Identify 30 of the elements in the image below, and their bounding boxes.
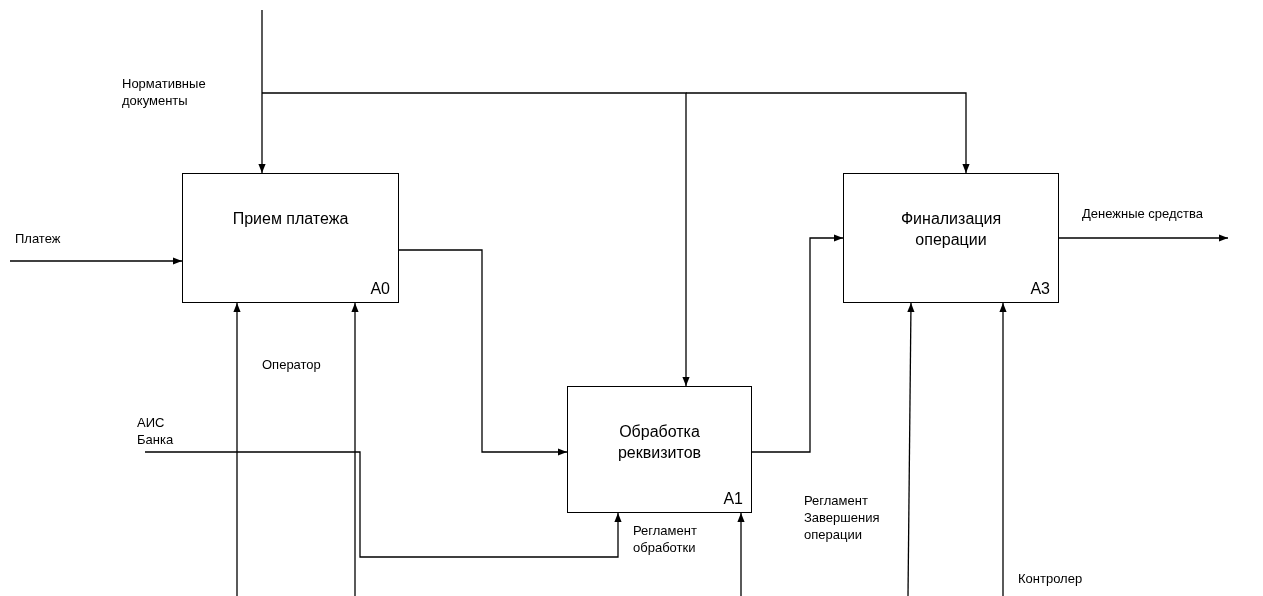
arrow bbox=[1058, 234, 1229, 242]
node-number: A0 bbox=[370, 280, 390, 298]
arrow bbox=[907, 302, 915, 596]
arrow bbox=[999, 302, 1007, 596]
arrow-label: Нормативные документы bbox=[122, 75, 207, 109]
arrow bbox=[9, 257, 183, 265]
arrow bbox=[351, 302, 359, 596]
node-number: A3 bbox=[1030, 280, 1050, 298]
arrow-label: Денежные средства bbox=[1082, 205, 1205, 222]
function-name: Обработка реквизитов bbox=[616, 422, 703, 463]
function-box bbox=[843, 173, 1059, 303]
arrow bbox=[144, 451, 622, 558]
arrow bbox=[751, 234, 844, 453]
function-box bbox=[567, 386, 752, 513]
arrow-label: Оператор bbox=[262, 356, 322, 373]
arrow bbox=[737, 512, 745, 596]
arrow bbox=[261, 92, 690, 387]
node-number: A1 bbox=[723, 490, 743, 508]
arrow-label: Платеж bbox=[15, 230, 62, 247]
arrow bbox=[685, 92, 970, 174]
function-name: Финализация операции bbox=[899, 209, 1003, 250]
function-name: Прием платежа bbox=[231, 209, 350, 229]
arrow-label: Контролер bbox=[1018, 570, 1084, 587]
arrow-label: Регламент обработки bbox=[633, 522, 698, 556]
function-box bbox=[182, 173, 399, 303]
arrow-label: АИС Банка bbox=[137, 414, 175, 448]
arrow bbox=[233, 302, 241, 596]
arrow bbox=[398, 249, 568, 456]
arrow-label: Регламент Завершения операции bbox=[804, 492, 881, 543]
arrow bbox=[258, 9, 266, 174]
